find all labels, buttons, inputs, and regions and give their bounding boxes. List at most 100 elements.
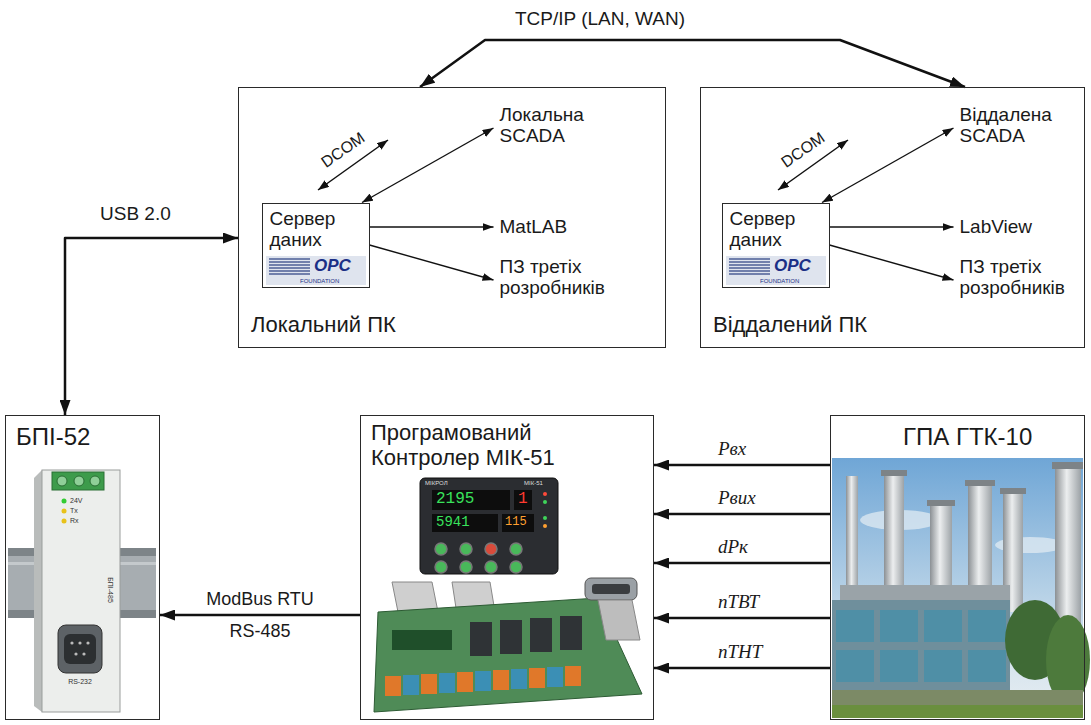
pc-panel: Віддалений ПК Сервер даних Віддалена SCADA… [700,87,1085,348]
drawing-part [435,561,447,573]
drawing-part [502,514,534,532]
device-marking: БПІ-485 [106,577,114,603]
drawing-part [968,650,1006,682]
device-box: БПІ-52 [5,415,160,720]
drawing-part [565,666,581,686]
drawing-part [421,674,437,694]
logo-text: FOUNDATION [300,278,339,285]
led-label: Tx [70,507,78,515]
drawing-part [543,516,547,520]
drawing-part [64,634,96,664]
link-label: TCP/IP (LAN, WAN) [515,9,685,30]
drawing-part [58,625,102,673]
signal-name: nТНТ [718,642,762,663]
brand-label: МІКРОЛ [425,480,448,487]
display-digits: 1 [518,491,528,509]
drawing-part [269,258,310,259]
connector-arrow [362,128,494,203]
drawing-part [269,264,310,265]
software-name: Локальна SCADA [500,104,615,148]
drawing-part [392,582,438,612]
drawing-part [884,470,904,605]
logo-text: OPC [774,257,811,276]
software-item: Віддалена SCADA [954,102,1081,151]
server-name: Сервер даних [270,208,366,252]
drawing-part [62,499,67,504]
logo-text: OPC [314,257,351,276]
drawing-part [836,650,874,682]
drawing-part [432,490,510,510]
drawing-part [1000,488,1026,494]
drawing-part [832,458,1083,718]
drawing-part [729,258,770,259]
bpi-device-picture [8,470,156,712]
software-name: ПЗ третіх розробників [960,256,1075,300]
device-title: ГПА ГТК-10 [903,423,1032,451]
drawing-part [470,622,492,656]
drawing-part [560,616,582,650]
drawing-part [924,650,962,682]
software-item: LabView [954,214,1054,241]
display-digits: 2195 [436,491,474,509]
drawing-part [510,561,522,573]
drawing-part [70,641,73,644]
software-item: ПЗ третіх розробників [494,254,621,303]
drawing-part [392,630,452,650]
drawing-part [403,675,419,695]
drawing-part [543,524,547,528]
drawing-part [457,672,473,692]
drawing-part [924,610,962,642]
server-name: Сервер даних [730,208,826,252]
port-label: RS-232 [68,678,92,686]
drawing-part [543,492,547,496]
connector-arrow [654,667,830,670]
compressor-station-photo [832,458,1090,718]
drawing-part [530,618,552,652]
drawing-part [34,470,42,712]
drawing-part [836,610,874,642]
drawing-part [729,259,770,274]
drawing-part [592,584,630,594]
drawing-part [420,478,558,574]
drawing-part [74,652,77,655]
drawing-part [729,273,770,274]
drawing-part [529,668,545,688]
pc-panel: Локальний ПК Сервер даних Локальна SCADA Ma… [238,87,666,348]
drawing-part [74,476,84,486]
drawing-part [598,600,640,640]
signal-name: nТВТ [718,592,759,613]
panel-caption: Локальний ПК [251,312,396,337]
software-name: Віддалена SCADA [960,104,1075,148]
drawing-part [585,578,637,600]
drawing-part [385,676,401,696]
drawing-part [729,267,770,268]
drawing-part [729,264,770,265]
drawing-part [510,543,522,555]
drawing-part [500,620,522,654]
drawing-part [435,543,522,573]
connector-arrow [830,226,954,227]
drawing-part [269,261,310,262]
protocol-label: DCOM [778,129,828,171]
connector-arrow [420,40,965,87]
drawing-part [269,267,310,268]
connector-arrow [830,245,954,280]
drawing-part [432,514,498,532]
drawing-part [439,673,455,693]
panel-caption: Віддалений ПК [713,312,867,337]
connector-arrow [654,513,830,516]
connector-arrow [654,464,830,467]
drawing-part [880,650,918,682]
drawing-part [52,472,104,490]
drawing-part [965,480,995,486]
connector-arrow [370,226,494,227]
drawing-part [86,641,89,644]
connector-arrow [160,614,360,617]
drawing-part [1052,462,1083,469]
drawing-part [514,490,532,510]
drawing-part [836,610,1006,682]
led-label: 24V [70,497,82,505]
drawing-part [485,561,497,573]
connector-arrow [65,238,238,415]
software-name: MatLAB [500,216,568,238]
